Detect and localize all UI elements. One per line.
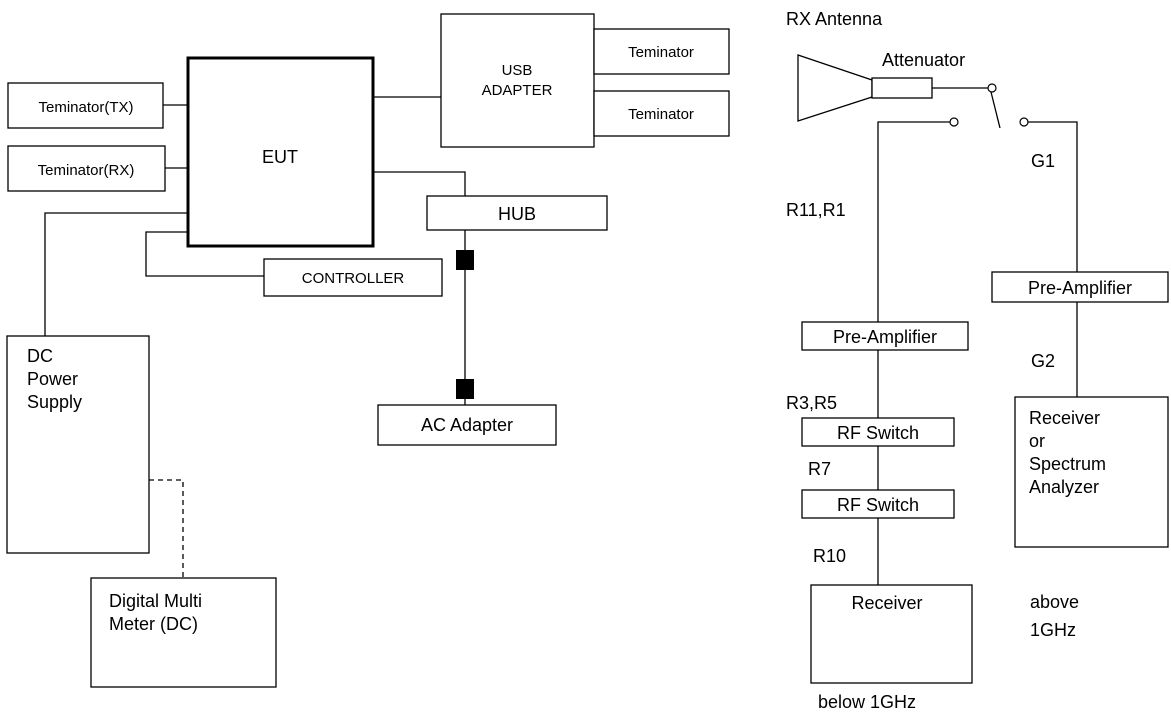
receiver-or-sa-label-line3: Spectrum [1029, 454, 1106, 474]
rf-switch-2-label: RF Switch [837, 495, 919, 515]
r11-r1-label: R11,R1 [786, 200, 846, 220]
wire-eut-controller [145, 231, 264, 277]
rx-antenna-label: RX Antenna [786, 9, 883, 29]
terminator-usb-2-label: Teminator [628, 106, 694, 123]
digital-multimeter-label-line2: Meter (DC) [109, 614, 198, 634]
rf-switch-2-box [801, 489, 955, 519]
below-1ghz-label: below 1GHz [818, 692, 916, 712]
switch-pivot-terminal [987, 83, 997, 93]
terminator-rx-label: Teminator(RX) [38, 162, 135, 179]
terminator-rx-box [7, 145, 166, 192]
receiver-or-sa-label-line1: Receiver [1029, 408, 1100, 428]
ac-adapter-label: AC Adapter [421, 415, 513, 435]
r7-label: R7 [808, 459, 831, 479]
ferrite-core-upper [456, 250, 474, 270]
switch-blade [990, 91, 1001, 129]
receiver-box [810, 584, 973, 684]
terminator-tx-label: Teminator(TX) [38, 99, 133, 116]
wire-eut-hub [373, 171, 466, 196]
r10-label: R10 [813, 546, 846, 566]
receiver-or-sa-label-line4: Analyzer [1029, 477, 1099, 497]
terminator-usb-1-box [593, 28, 730, 75]
switch-right-terminal [1019, 117, 1029, 127]
controller-box [263, 258, 443, 297]
terminator-usb-1-label: Teminator [628, 44, 694, 61]
terminator-tx-box [7, 82, 164, 129]
usb-adapter-box [440, 13, 595, 148]
receive-chain-section: RX Antenna Attenuator G1 R11,R1 Pre-Ampl… [786, 9, 1169, 712]
wire-dc-multimeter [149, 479, 184, 578]
eut-label: EUT [262, 147, 298, 167]
hub-box [426, 195, 608, 231]
pre-amplifier-left-box [801, 321, 969, 351]
rf-switch-1-label: RF Switch [837, 423, 919, 443]
dc-power-supply-label-line3: Supply [27, 392, 82, 412]
g2-label: G2 [1031, 351, 1055, 371]
ferrite-core-lower [456, 379, 474, 399]
eut-setup-section: EUT Teminator(TX) Teminator(RX) USB ADAP… [6, 13, 730, 688]
usb-adapter-label-line1: USB [502, 62, 533, 79]
eut-box [186, 56, 375, 248]
terminator-usb-2-box [593, 90, 730, 137]
usb-adapter-label-line2: ADAPTER [482, 82, 553, 99]
r3-r5-label: R3,R5 [786, 393, 837, 413]
rx-antenna-horn-icon [797, 54, 873, 122]
above-1ghz-label-line1: above [1030, 592, 1079, 612]
attenuator-box [871, 77, 933, 99]
ac-adapter-box [377, 404, 557, 446]
pre-amplifier-left-label: Pre-Amplifier [833, 327, 937, 347]
rf-switch-1-box [801, 417, 955, 447]
pre-amplifier-right-box [991, 271, 1169, 303]
wire-eut-dc-supply [44, 212, 188, 336]
digital-multimeter-box [90, 577, 277, 688]
wire-switch-left-path [877, 121, 950, 322]
pre-amplifier-right-label: Pre-Amplifier [1028, 278, 1132, 298]
g1-label: G1 [1031, 151, 1055, 171]
digital-multimeter-label-line1: Digital Multi [109, 591, 202, 611]
controller-label: CONTROLLER [302, 270, 405, 287]
hub-label: HUB [498, 204, 536, 224]
above-1ghz-label-line2: 1GHz [1030, 620, 1076, 640]
receiver-label: Receiver [851, 593, 922, 613]
receiver-or-sa-label-line2: or [1029, 431, 1045, 451]
wire-switch-right-path [1028, 121, 1078, 272]
dc-power-supply-box [6, 335, 150, 554]
switch-left-terminal [949, 117, 959, 127]
attenuator-label: Attenuator [882, 50, 965, 70]
dc-power-supply-label-line1: DC [27, 346, 53, 366]
receiver-or-spectrum-analyzer-box [1014, 396, 1169, 548]
dc-power-supply-label-line2: Power [27, 369, 78, 389]
